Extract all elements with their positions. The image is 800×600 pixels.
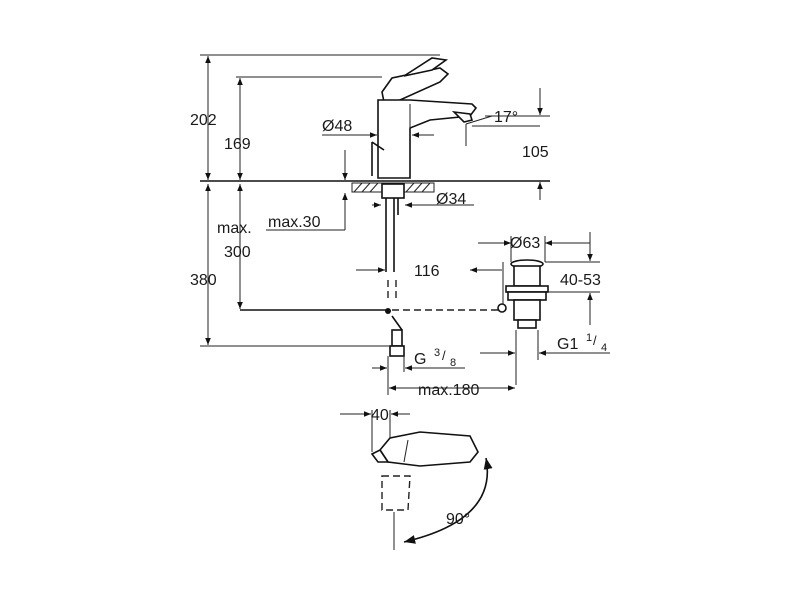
label-40: 40 bbox=[371, 407, 389, 424]
label-48: Ø48 bbox=[322, 118, 352, 135]
angle-line bbox=[465, 115, 493, 125]
waste-tail bbox=[517, 319, 537, 329]
label-202: 202 bbox=[190, 112, 217, 129]
hose-connector bbox=[391, 329, 403, 347]
label-34: Ø34 bbox=[436, 191, 466, 208]
label-g38-sup: 3 bbox=[434, 347, 440, 359]
mounting-nut bbox=[381, 183, 405, 199]
deck-hatch bbox=[353, 182, 431, 193]
label-g114-main: G1 bbox=[557, 336, 578, 353]
label-300: 300 bbox=[224, 244, 251, 261]
plan-lever bbox=[379, 431, 479, 467]
label-g114-sub: 4 bbox=[601, 342, 607, 354]
plan-lever-rotated bbox=[381, 475, 411, 511]
connection-point bbox=[385, 308, 391, 314]
label-g38-sub: 8 bbox=[450, 357, 456, 369]
label-g38-slash: / bbox=[442, 348, 446, 363]
waste-body-lower bbox=[513, 299, 541, 321]
dimension-lines bbox=[205, 56, 610, 452]
label-63: Ø63 bbox=[510, 235, 540, 252]
faucet-body bbox=[377, 99, 478, 179]
hose-thread-nut bbox=[389, 345, 405, 357]
waste-collar bbox=[507, 291, 547, 301]
spout-nozzle bbox=[451, 110, 474, 123]
label-105: 105 bbox=[522, 144, 549, 161]
waste-pivot bbox=[497, 303, 507, 313]
label-g114: G1 1 / 4 bbox=[557, 332, 607, 354]
label-g114-sup: 1 bbox=[586, 332, 592, 344]
faucet-front-view bbox=[200, 54, 550, 357]
label-169: 169 bbox=[224, 136, 251, 153]
label-g38: G 3 / 8 bbox=[414, 347, 456, 369]
pop-up-rod bbox=[371, 141, 385, 176]
hose-bend bbox=[391, 315, 403, 331]
waste-valve bbox=[497, 259, 549, 329]
label-max30: max.30 bbox=[268, 214, 321, 231]
lever-tip bbox=[403, 57, 449, 77]
label-90deg: 90° bbox=[446, 511, 470, 528]
dimension-labels: 202 169 max. 300 380 17° 105 Ø48 Ø34 max… bbox=[190, 109, 607, 528]
label-40-53: 40-53 bbox=[560, 272, 601, 289]
plan-lever-tip bbox=[370, 448, 390, 463]
label-g114-slash: / bbox=[593, 333, 597, 348]
rotation-arc bbox=[403, 457, 493, 544]
waste-body-upper bbox=[513, 265, 541, 287]
waste-nut bbox=[505, 285, 549, 293]
label-g38-main: G bbox=[414, 351, 426, 368]
label-max: max. bbox=[217, 220, 252, 237]
label-116: 116 bbox=[414, 263, 440, 280]
label-17deg: 17° bbox=[494, 109, 518, 126]
label-380: 380 bbox=[190, 272, 217, 289]
label-max180: max.180 bbox=[418, 382, 479, 399]
faucet-plan-view bbox=[370, 431, 493, 550]
